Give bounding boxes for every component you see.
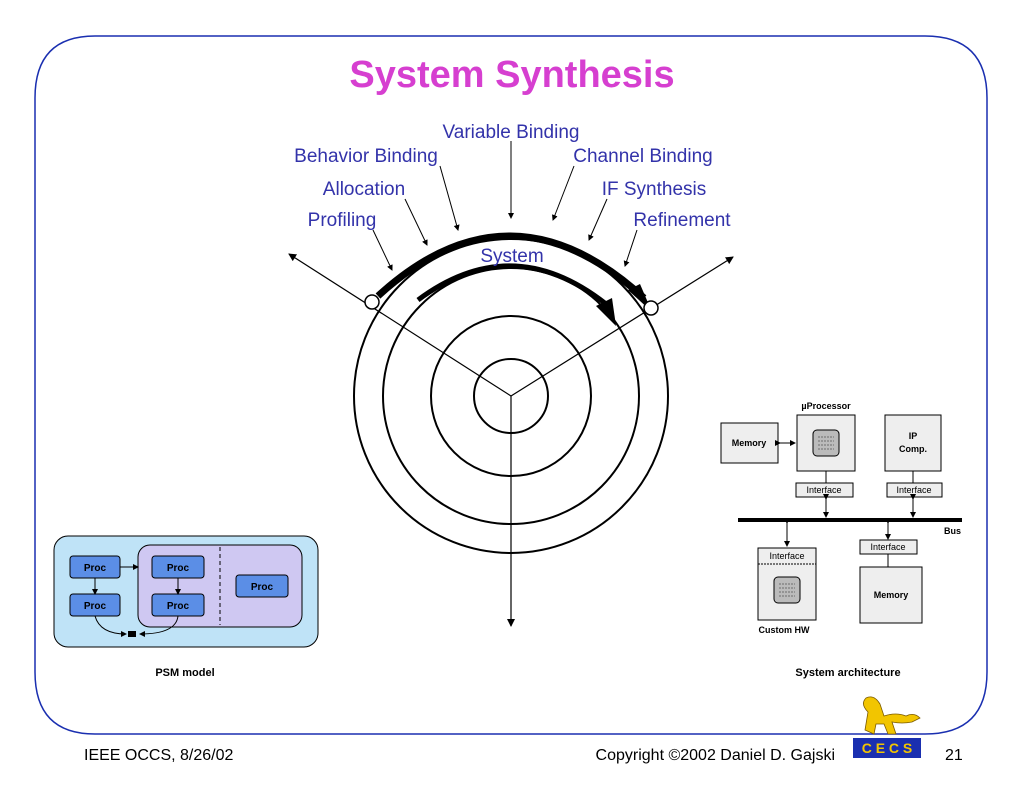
y-chart: Variable Binding Behavior Binding Channe…: [288, 122, 734, 627]
bus-label: Bus: [944, 526, 961, 536]
footer-copyright: Copyright ©2002 Daniel D. Gajski: [596, 747, 835, 764]
label-system: System: [480, 246, 543, 267]
label-variable-binding: Variable Binding: [443, 122, 580, 143]
psm-proc-2-label: Proc: [84, 601, 107, 612]
psm-proc-5: [235, 574, 289, 598]
psm-proc-3-label: Proc: [167, 563, 190, 574]
logo-plate: [853, 738, 921, 758]
system-architecture-diagram: µProcessor Memory IP Comp. Interface Int…: [720, 401, 962, 635]
processor-chip: [812, 429, 840, 457]
processor-label: µProcessor: [801, 401, 851, 411]
ip-label-line1: IP: [909, 431, 918, 441]
logo-text: C E C S: [862, 740, 913, 756]
interface-memory-label: Interface: [870, 542, 905, 552]
footer-left: IEEE OCCS, 8/26/02: [84, 747, 234, 764]
psm-proc-1-label: Proc: [84, 563, 107, 574]
anteater-icon: [863, 696, 921, 735]
interface-ip-label: Interface: [896, 485, 931, 495]
ip-label-line2: Comp.: [899, 444, 927, 454]
psm-join-left: [94, 615, 127, 637]
axis-right: [510, 256, 734, 397]
pointer-behavior-binding: [439, 165, 460, 231]
pointer-allocation: [404, 198, 428, 246]
psm-join-node: [128, 631, 136, 637]
slide-title: System Synthesis: [349, 54, 674, 96]
pointer-profiling: [372, 229, 393, 271]
psm-join-right: [139, 615, 179, 637]
slide-frame: [34, 35, 988, 735]
psm-caption: PSM model: [155, 667, 214, 679]
psm-model-diagram: Proc Proc Proc Proc Proc: [53, 535, 319, 648]
psm-proc-5-label: Proc: [251, 582, 274, 593]
memory-bottom-label: Memory: [874, 590, 909, 600]
psm-proc-4-label: Proc: [167, 601, 190, 612]
memory-top-label: Memory: [732, 438, 767, 448]
custom-hw-interface-label: Interface: [769, 551, 804, 561]
axis-left: [288, 253, 512, 397]
cecs-logo: C E C S: [853, 696, 921, 758]
label-channel-binding: Channel Binding: [573, 146, 712, 167]
memory-bottom-box: [859, 566, 923, 624]
label-allocation: Allocation: [323, 179, 405, 200]
pointer-if-synthesis: [588, 198, 608, 241]
label-profiling: Profiling: [308, 210, 377, 231]
custom-hw-chip-lines: [779, 583, 795, 597]
synthesis-arc-outer: [375, 232, 647, 301]
pointer-channel-binding: [552, 165, 575, 221]
label-refinement: Refinement: [633, 210, 731, 231]
system-arc: [416, 263, 608, 306]
label-if-synthesis: IF Synthesis: [602, 179, 707, 200]
architecture-caption: System architecture: [795, 667, 900, 679]
ip-comp-box: [884, 414, 942, 472]
system-arc-arrowhead: [596, 298, 616, 326]
node-left: [364, 294, 380, 310]
label-behavior-binding: Behavior Binding: [294, 146, 438, 167]
page-number: 21: [945, 747, 963, 764]
memory-top-box: [720, 422, 779, 464]
interface-processor-label: Interface: [806, 485, 841, 495]
processor-chip-lines: [818, 436, 834, 450]
node-right: [643, 300, 659, 316]
pointer-refinement: [623, 229, 638, 267]
custom-hw-label: Custom HW: [759, 625, 810, 635]
custom-hw-chip: [773, 576, 801, 604]
